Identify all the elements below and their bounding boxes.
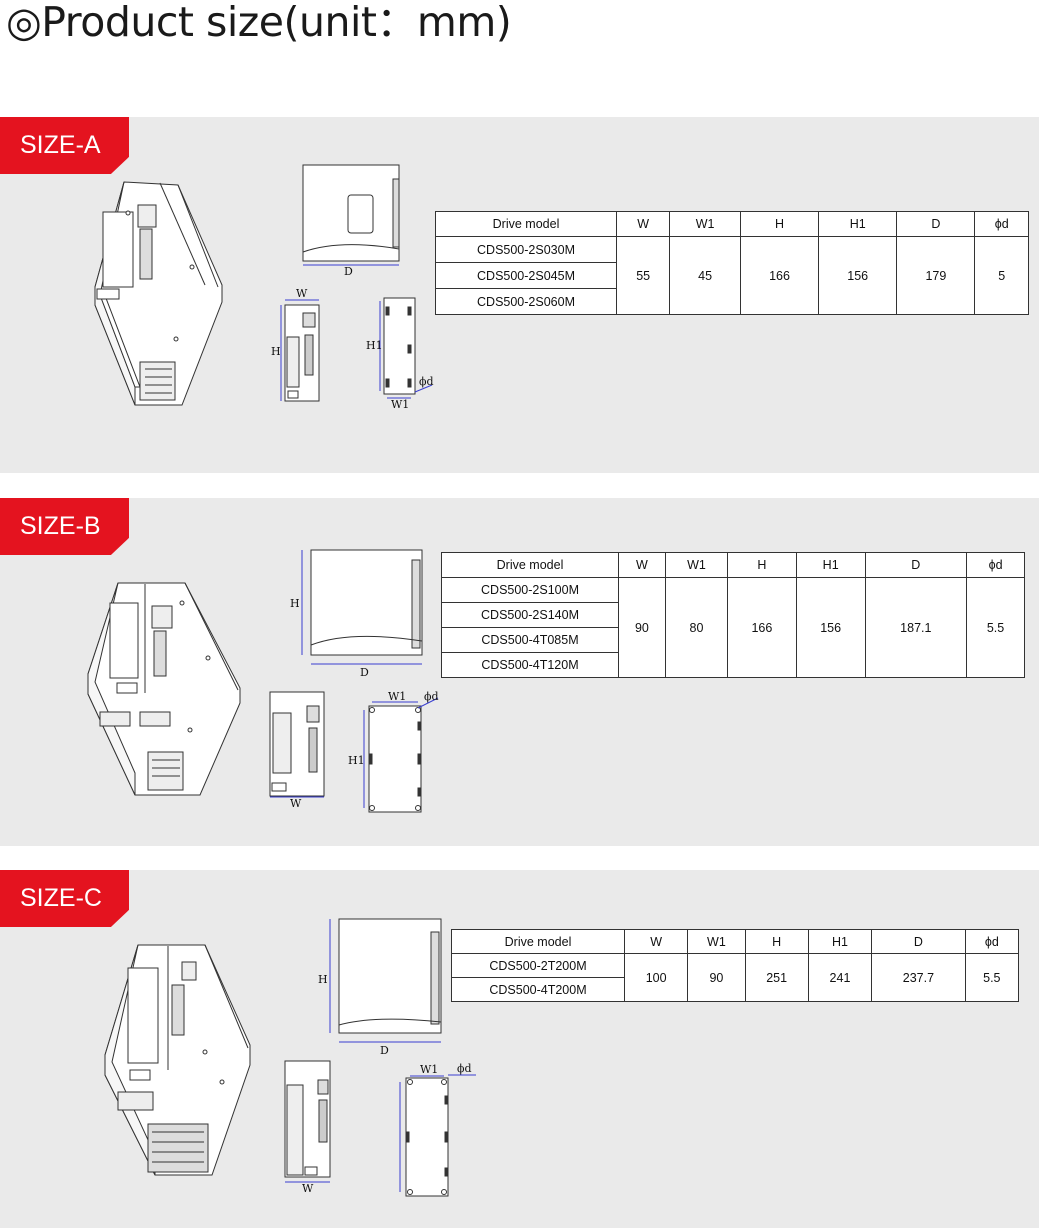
drive-front-view-drawing <box>269 691 325 798</box>
col-header: H1 <box>818 211 898 237</box>
drive-front-view-drawing <box>284 1060 331 1183</box>
col-header: W1 <box>687 929 746 954</box>
model-cell: CDS500-4T085M <box>441 627 619 653</box>
value-cell: 100 <box>623 953 689 1002</box>
dim-label-w1: W1 <box>388 690 406 703</box>
model-cell: CDS500-2S140M <box>441 602 619 628</box>
value-cell: 5.5 <box>964 953 1020 1002</box>
size-tag: SIZE-C <box>0 870 129 927</box>
drive-back-view-drawing <box>363 697 439 813</box>
model-cell: CDS500-2S045M <box>435 262 617 289</box>
value-cell: 166 <box>739 236 820 315</box>
drive-side-view-drawing <box>302 164 400 266</box>
dim-label-phid: ϕd <box>424 690 439 703</box>
col-header: W1 <box>669 211 741 237</box>
dim-label-d: D <box>344 265 353 278</box>
dim-label-w1: W1 <box>391 398 409 411</box>
value-cell: 237.7 <box>871 953 966 1002</box>
col-header: W1 <box>664 552 729 578</box>
value-cell: 55 <box>615 236 671 315</box>
dim-label-d: D <box>360 666 369 679</box>
drive-back-view-drawing <box>379 297 433 399</box>
col-header: ϕd <box>974 211 1029 237</box>
col-header: Drive model <box>435 211 617 237</box>
dim-label-h1: H1 <box>366 339 383 352</box>
value-cell: 80 <box>664 577 729 678</box>
value-cell: 156 <box>795 577 866 678</box>
page-title: ◎Product size(unit：mm) <box>6 0 512 46</box>
col-header: H <box>744 929 809 954</box>
model-cell: CDS500-4T120M <box>441 652 619 678</box>
col-header: H1 <box>795 552 866 578</box>
value-cell: 166 <box>727 577 797 678</box>
spec-table: Drive model W W1 H H1 D ϕd CDS500-2T200M… <box>451 929 1020 1002</box>
dim-label-w: W <box>290 797 302 810</box>
dim-label-w: W <box>302 1182 314 1195</box>
col-header: D <box>864 552 968 578</box>
model-cell: CDS500-2S100M <box>441 577 619 603</box>
dim-label-h: H <box>318 973 328 986</box>
drive-back-view-drawing <box>399 1074 476 1197</box>
col-header: Drive model <box>451 929 625 954</box>
drive-side-view-drawing <box>301 549 423 665</box>
value-cell: 5 <box>974 236 1029 315</box>
dim-label-d: D <box>380 1044 389 1057</box>
value-cell: 90 <box>618 577 666 678</box>
col-header: H <box>727 552 797 578</box>
size-a-drawings: D W H H1 W1 ϕd <box>94 164 434 411</box>
drive-isometric-drawing <box>104 944 251 1176</box>
col-header: W <box>623 929 689 954</box>
col-header: H <box>739 211 820 237</box>
model-cell: CDS500-2S030M <box>435 236 617 263</box>
value-cell: 45 <box>669 236 741 315</box>
drive-isometric-drawing <box>87 582 241 796</box>
value-cell: 241 <box>807 953 873 1002</box>
model-cell: CDS500-2T200M <box>451 953 625 978</box>
col-header: W <box>615 211 671 237</box>
col-header: Drive model <box>441 552 619 578</box>
value-cell: 5.5 <box>966 577 1025 678</box>
col-header: ϕd <box>964 929 1020 954</box>
col-header: D <box>871 929 966 954</box>
size-c-drawings: H D W W1 ϕd <box>104 918 476 1197</box>
col-header: ϕd <box>966 552 1025 578</box>
dim-label-h1: H1 <box>348 754 365 767</box>
col-header: H1 <box>807 929 873 954</box>
section-size-b: SIZE-B H D <box>0 498 1039 846</box>
dim-label-w: W <box>296 287 308 300</box>
size-tag: SIZE-B <box>0 498 129 555</box>
col-header: W <box>618 552 666 578</box>
model-cell: CDS500-2S060M <box>435 288 617 315</box>
drive-front-view-drawing <box>280 299 320 402</box>
value-cell: 187.1 <box>864 577 968 678</box>
value-cell: 156 <box>818 236 898 315</box>
value-cell: 179 <box>896 236 976 315</box>
section-size-c: SIZE-C H D <box>0 870 1039 1228</box>
dim-label-phid: ϕd <box>419 375 434 388</box>
value-cell: 251 <box>744 953 809 1002</box>
drive-isometric-drawing <box>94 181 223 406</box>
dim-label-h: H <box>290 597 300 610</box>
section-size-a: SIZE-A D <box>0 117 1039 473</box>
dim-label-phid: ϕd <box>457 1062 472 1075</box>
spec-table: Drive model W W1 H H1 D ϕd CDS500-2S100M… <box>441 552 1025 678</box>
size-tag: SIZE-A <box>0 117 129 174</box>
size-b-drawings: H D W H1 W1 ϕd <box>87 549 439 813</box>
col-header: D <box>896 211 976 237</box>
dim-label-h: H <box>271 345 281 358</box>
model-cell: CDS500-4T200M <box>451 977 625 1002</box>
value-cell: 90 <box>687 953 746 1002</box>
dim-label-w1: W1 <box>420 1063 438 1076</box>
spec-table: Drive model W W1 H H1 D ϕd CDS500-2S030M… <box>435 211 1029 315</box>
drive-side-view-drawing <box>329 918 442 1043</box>
